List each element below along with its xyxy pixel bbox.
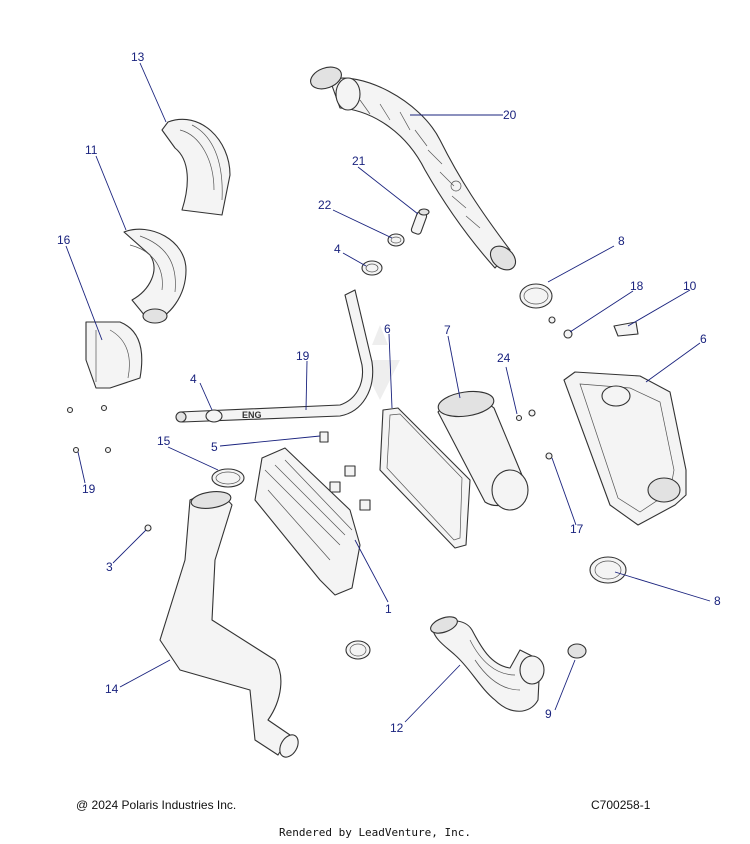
- callout-2[interactable]: 6: [700, 332, 707, 346]
- callout-9[interactable]: 9: [545, 707, 552, 721]
- callout-4-upper[interactable]: 4: [334, 242, 341, 256]
- part-1-housing-cover[interactable]: [254, 447, 361, 596]
- part-9-plug[interactable]: [567, 643, 587, 659]
- callout-10[interactable]: 10: [683, 279, 697, 293]
- hose-marking: ENG: [242, 410, 262, 420]
- watermark: [360, 325, 400, 400]
- part-4-clamp-lower[interactable]: [205, 409, 223, 423]
- part-24-bolt[interactable]: [515, 409, 536, 422]
- part-20-intake-duct[interactable]: [308, 63, 521, 275]
- callout-14[interactable]: 14: [105, 682, 119, 696]
- part-15-clamp[interactable]: [211, 468, 245, 488]
- rendered-by-text: Rendered by LeadVenture, Inc.: [278, 826, 472, 839]
- callout-5[interactable]: 5: [211, 440, 218, 454]
- callout-1[interactable]: 1: [385, 602, 392, 616]
- callout-7[interactable]: 7: [444, 323, 451, 337]
- part-8-clamp-upper[interactable]: [519, 283, 553, 309]
- copyright-text: @ 2024 Polaris Industries Inc.: [76, 798, 237, 812]
- clamp-lower-center[interactable]: [345, 640, 371, 660]
- part-11-boot[interactable]: [123, 228, 187, 324]
- callout-18[interactable]: 17: [570, 522, 584, 536]
- callout-8-lower[interactable]: 8: [714, 594, 721, 608]
- part-21-bolts[interactable]: [66, 404, 112, 454]
- part-18-bolt[interactable]: [545, 452, 553, 460]
- diagram-code: C700258-1: [591, 798, 651, 812]
- part-14-intake-duct-lower[interactable]: [159, 489, 302, 760]
- part-10-tab[interactable]: [613, 321, 639, 337]
- callout-4-lower[interactable]: 4: [190, 372, 197, 386]
- callout-8-upper[interactable]: 8: [618, 234, 625, 248]
- part-2-airbox[interactable]: [563, 371, 687, 526]
- callout-6[interactable]: 6: [384, 322, 391, 336]
- callout-22[interactable]: 21: [352, 154, 366, 168]
- part-22-fitting[interactable]: [410, 208, 430, 235]
- part-12-elbow-hose[interactable]: [428, 614, 545, 712]
- part-17-fastener[interactable]: [548, 316, 573, 339]
- part-8-clamp-lower[interactable]: [589, 556, 627, 584]
- callout-16[interactable]: 16: [57, 233, 71, 247]
- callout-20[interactable]: 20: [503, 108, 517, 122]
- callout-19[interactable]: 19: [296, 349, 310, 363]
- callout-23[interactable]: 22: [318, 198, 332, 212]
- callout-13[interactable]: 13: [131, 50, 145, 64]
- callout-3[interactable]: 3: [106, 560, 113, 574]
- part-7-air-filter[interactable]: [437, 388, 529, 511]
- part-3-bolt[interactable]: [144, 524, 152, 532]
- callout-12[interactable]: 12: [390, 721, 404, 735]
- part-23-clamp[interactable]: [387, 233, 405, 247]
- callout-15[interactable]: 15: [157, 434, 171, 448]
- callout-21[interactable]: 19: [82, 482, 96, 496]
- callout-11[interactable]: 11: [85, 143, 98, 157]
- callout-labels: 13 11 16 20 21 22 4 8 10 18 6 7 6 19 24 …: [57, 50, 721, 735]
- part-16-bracket[interactable]: [85, 321, 143, 389]
- part-4-clamp-upper[interactable]: [361, 260, 383, 276]
- leader-lines: [65, 62, 711, 723]
- callout-17[interactable]: 18: [630, 279, 644, 293]
- part-13-duct-cover[interactable]: [161, 118, 231, 216]
- part-6-gasket[interactable]: [379, 407, 471, 549]
- callout-24[interactable]: 24: [497, 351, 511, 365]
- part-5-clips[interactable]: [319, 431, 371, 511]
- part-19-hose[interactable]: ENG: [175, 289, 374, 423]
